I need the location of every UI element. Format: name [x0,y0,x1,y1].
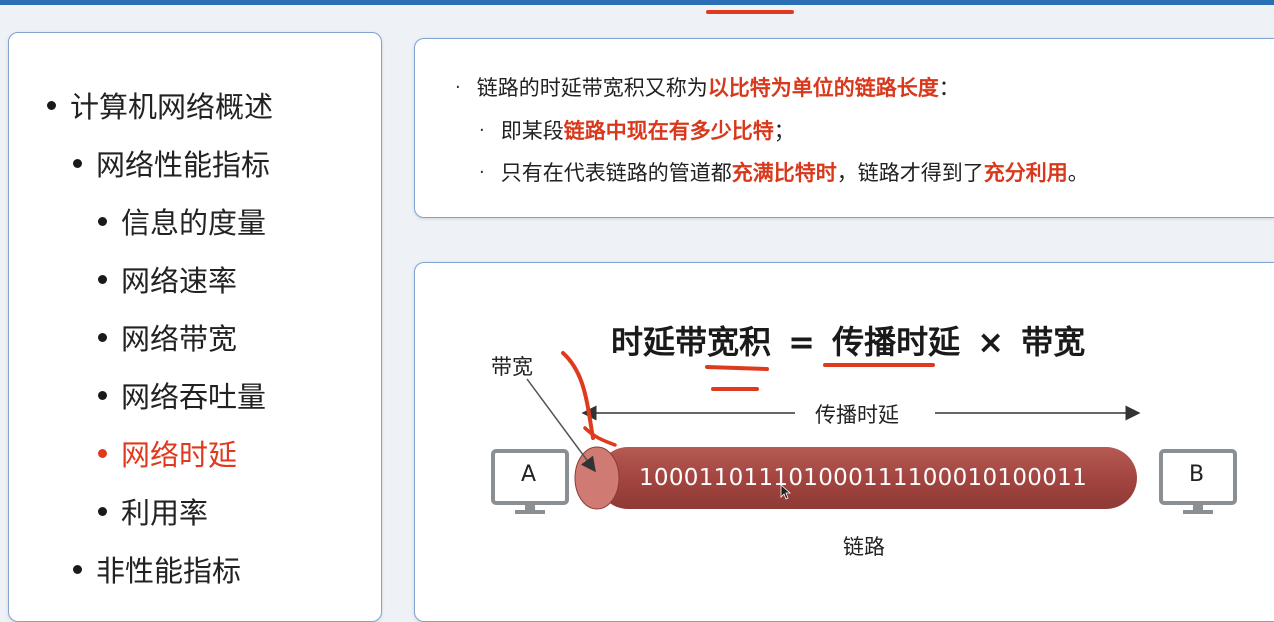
highlight-text: 充满比特时 [731,161,837,185]
host-b-computer-icon [1159,449,1237,514]
formula: 时延带宽积 = 传播时延 × 带宽 [611,317,1085,363]
diagram-canvas [491,351,1237,514]
line-text: 即某段 [500,119,564,143]
outline-item-label: 信息的度量 [121,206,267,240]
pipe-bitstream: 10001101110100011110001010001‌1 [639,465,1087,491]
outline-item-label: 利用率 [121,496,209,530]
formula-lhs: 时延带宽积 [611,323,772,361]
outline-item-throughput[interactable]: 网络吞吐量 [98,374,266,416]
outline-item-non-performance[interactable]: 非性能指标 [73,548,241,590]
bullet-dot-icon [47,100,56,110]
host-a-label: A [521,462,537,487]
outline-item-label: 网络时延 [121,438,238,472]
line-text: ： [938,76,960,100]
bandwidth-label: 带宽 [491,355,533,379]
line-text: 只有在代表链路的管道都 [500,161,732,185]
formula-equals: = [788,323,815,361]
formula-times: × [977,323,1005,361]
host-b-label: B [1189,462,1205,487]
explanation-panel: · 链路的时延带宽积又称为以比特为单位的链路长度： · 即某段链路中现在有多少比… [414,38,1274,218]
explanation-line-3: · 只有在代表链路的管道都充满比特时，链路才得到了充分利用。 [479,157,1089,187]
ink-annotation-tick [583,426,617,447]
bullet-dot-icon [98,448,107,458]
highlight-text: 充分利用 [983,161,1068,185]
formula-term-delay: 传播时延 [832,323,961,361]
outline-panel: 计算机网络概述 网络性能指标 信息的度量 网络速率 网络带宽 网络吞吐量 网络时… [8,32,382,622]
outline-item-overview[interactable]: 计算机网络概述 [47,84,273,126]
highlight-text: 以比特为单位的链路长度 [707,76,939,100]
mouse-cursor-icon [780,484,792,500]
formula-term-bandwidth: 带宽 [1021,323,1086,361]
outline-item-utilization[interactable]: 利用率 [98,490,208,532]
explanation-line-2: · 即某段链路中现在有多少比特； [479,115,795,145]
bullet-glyph: · [479,161,485,183]
ink-underline-1 [705,365,769,371]
bullet-dot-icon [98,390,107,400]
outline-item-delay[interactable]: 网络时延 [98,432,237,474]
diagram-panel: 时延带宽积 = 传播时延 × 带宽 带宽 传播时延 10001101110100… [414,262,1274,622]
propagation-delay-label: 传播时延 [815,403,899,427]
bullet-dot-icon [98,274,107,284]
outline-item-bandwidth[interactable]: 网络带宽 [98,316,237,358]
top-accent-bar [0,0,1274,5]
host-a-computer-icon [491,449,569,514]
line-text: 链路的时延带宽积又称为 [476,76,708,100]
bullet-dot-icon [73,564,82,574]
ink-annotation-curve [561,351,595,440]
line-text: ，链路才得到了 [836,161,984,185]
outline-item-label: 网络性能指标 [96,148,271,182]
bullet-glyph: · [455,76,461,98]
outline-item-label: 网络带宽 [121,322,238,356]
bullet-dot-icon [98,332,107,342]
explanation-line-1: · 链路的时延带宽积又称为以比特为单位的链路长度： [455,72,960,102]
outline-item-performance[interactable]: 网络性能指标 [73,142,270,184]
bullet-dot-icon [98,216,107,226]
outline-item-label: 网络吞吐量 [121,380,267,414]
line-text: 。 [1067,161,1089,185]
ink-annotation-top [706,10,794,14]
line-text: ； [773,119,795,143]
outline-item-label: 网络速率 [121,264,238,298]
bullet-glyph: · [479,119,485,141]
outline-item-rate[interactable]: 网络速率 [98,258,237,300]
outline-item-information-measure[interactable]: 信息的度量 [98,200,266,242]
bandwidth-arrow [526,378,596,473]
bullet-dot-icon [73,158,82,168]
outline-item-label: 计算机网络概述 [70,90,274,124]
outline-item-label: 非性能指标 [96,554,242,588]
bullet-dot-icon [98,506,107,516]
link-label: 链路 [843,535,885,559]
highlight-text: 链路中现在有多少比特 [563,119,774,143]
